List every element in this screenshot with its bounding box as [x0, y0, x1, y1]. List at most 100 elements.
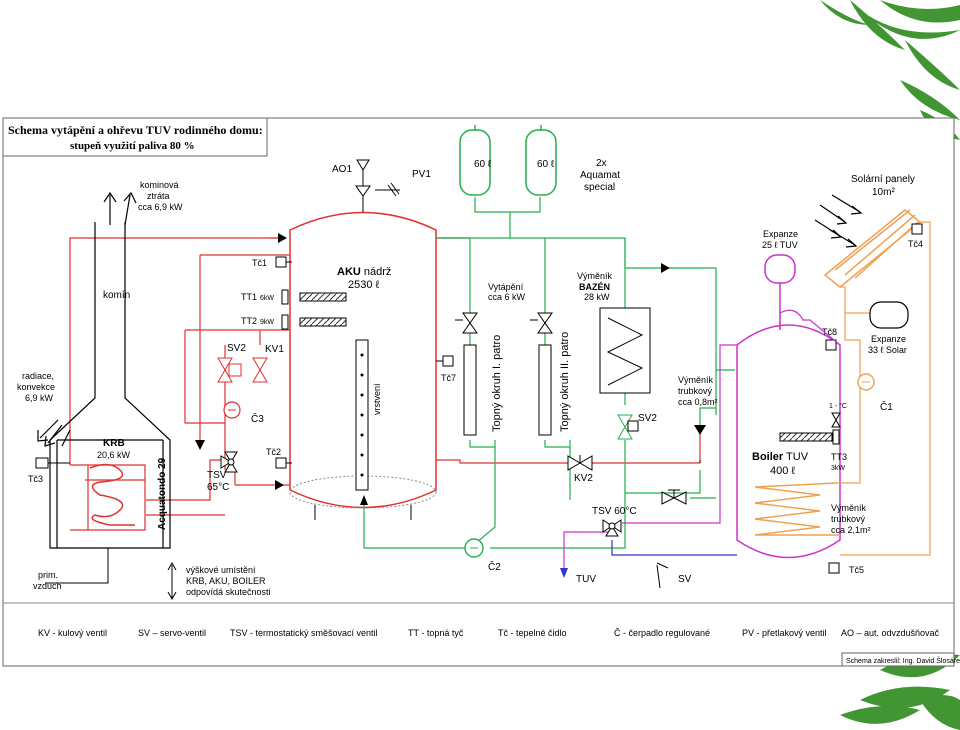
lower-hx-line1: Výměník	[831, 503, 867, 513]
heater-tt1-icon	[299, 292, 347, 302]
radiator-floor1	[463, 344, 477, 436]
thermostat-icon	[831, 412, 841, 428]
solar-panel-icon	[823, 209, 922, 288]
aquamat-line2: Aquamat	[580, 170, 620, 181]
pump-c1-label: Č1	[880, 400, 893, 413]
heating-label2: cca 6 kW	[488, 292, 526, 302]
sun-rays-icon	[814, 194, 863, 248]
legend-pv: PV - přetlakový ventil	[742, 628, 827, 638]
radiators-line2: konvekce	[17, 382, 55, 392]
height-note-2: KRB, AKU, BOILER	[186, 576, 266, 586]
lower-hx-line2: trubkový	[831, 514, 866, 524]
aquamat-line3: special	[584, 182, 615, 193]
upper-hx-line2: trubkový	[678, 386, 713, 396]
pump-c3-label: Č3	[251, 412, 264, 425]
sensor-tc4-label: Tč4	[908, 239, 923, 249]
sensor-tc8-label: Tč8	[822, 327, 837, 337]
pool-label3: 28 kW	[584, 292, 610, 302]
tuv-label: TUV	[576, 574, 596, 585]
sv-marker	[656, 564, 661, 589]
solar-label2: 10m²	[872, 187, 895, 198]
valve-tsv-left-temp: 65°C	[207, 482, 229, 493]
sensor-tc8-icon	[825, 339, 837, 351]
pool-label2: BAZÉN	[579, 282, 610, 292]
legend-kv: KV - kulový ventil	[38, 628, 107, 638]
sensor-tc4-icon	[911, 223, 923, 235]
title-line1: Schema vytápění a ohřevu TUV rodinného d…	[8, 123, 263, 137]
heater-tt3-connector	[832, 429, 840, 445]
red-arrows	[195, 233, 287, 490]
expansion-solar-line2: 33 ℓ Solar	[868, 345, 907, 355]
heater-tt1-connector	[281, 289, 289, 305]
pump-c2-icon	[464, 538, 484, 558]
expansion-tuv-icon	[764, 254, 796, 330]
valve-sv2-left-label: SV2	[227, 343, 246, 354]
solar-label1: Solární panely	[851, 174, 915, 185]
layering-holes	[360, 353, 364, 477]
heater-tt3-label: TT3	[831, 452, 847, 462]
floor1-label: Topný okruh I. patro	[491, 335, 503, 432]
boiler-lower-coil	[754, 482, 840, 536]
heater-tt3-icon	[779, 432, 833, 442]
sensor-tc2-icon	[275, 457, 292, 469]
pump-c1-icon	[857, 373, 875, 391]
pump-c3-icon	[223, 401, 241, 419]
krb-coil	[89, 463, 135, 526]
legend-tt: TT - topná tyč	[408, 628, 464, 638]
sensor-tc3-icon	[35, 457, 70, 469]
valve-return-icon	[661, 489, 687, 505]
valve-kv1-icon	[252, 357, 268, 383]
sensor-tc2-label: Tč2	[266, 447, 281, 457]
lower-hx-line3: cca 2,1m²	[831, 525, 871, 535]
sv-label: SV	[678, 574, 692, 585]
valve-kv2-icon	[567, 455, 593, 471]
author-label: Schema zakreslil: Ing. David Šlosárek	[846, 656, 960, 665]
valve-kv2-label: KV2	[574, 473, 593, 484]
boiler-name: Boiler TUV	[752, 451, 809, 463]
sensor-tc1-icon	[275, 256, 292, 268]
upper-hx-line1: Výměník	[678, 375, 714, 385]
chimney-loss-3: cca 6,9 kW	[138, 202, 183, 212]
aku-volume: 2530 ℓ	[348, 279, 380, 291]
krb-model: Acquatondo 29	[157, 457, 168, 530]
valve-sv2-right-icon	[617, 414, 639, 440]
legend-c: Č - čerpadlo regulované	[614, 628, 710, 638]
aquamat-line1: 2x	[596, 158, 607, 169]
chimney	[49, 222, 171, 549]
green-arrows	[360, 263, 706, 505]
valve-tsv-left-label: TSV	[207, 470, 227, 481]
boiler-volume: 400 ℓ	[770, 465, 795, 477]
tuv-arrow	[560, 568, 568, 578]
pv1-label: PV1	[412, 169, 431, 180]
upper-hx-line3: cca 0,8m²	[678, 397, 718, 407]
title-box	[2, 117, 268, 157]
author-box	[841, 652, 955, 667]
radiators-line3: 6,9 kW	[25, 393, 54, 403]
smoke-arrows	[103, 191, 137, 226]
air-inlet-line	[45, 548, 109, 584]
floor2-label: Topný okruh II. patro	[559, 332, 571, 432]
krb-name: KRB	[103, 438, 125, 449]
deaerator-ao1-icon	[355, 159, 400, 212]
sensor-tc5-label: Tč5	[849, 565, 864, 575]
valve-kv1-label: KV1	[265, 344, 284, 355]
heater-tt2-connector	[281, 314, 289, 330]
pool-exchanger-zigzag	[606, 317, 644, 386]
sv-marker-tick	[656, 562, 669, 569]
ao1-label: AO1	[332, 164, 352, 175]
chimney-label: komín	[103, 290, 130, 301]
blue-pipes	[611, 540, 737, 556]
legend-tsv: TSV - termostatický směšovací ventil	[230, 628, 378, 638]
air-line2: vzduch	[33, 581, 62, 591]
aku-name: AKU nádrž	[337, 266, 391, 278]
valve-sv2-right-label: SV2	[638, 413, 657, 424]
radiators-line1: radiace,	[22, 371, 54, 381]
chimney-loss-1: kominová	[140, 180, 179, 190]
pool-exchanger	[599, 307, 651, 394]
pump-c2-label: Č2	[488, 560, 501, 573]
sensor-tc5-icon	[828, 562, 840, 574]
pool-label1: Výměník	[577, 271, 613, 281]
thermostat-label: 1 - °C	[829, 402, 847, 410]
